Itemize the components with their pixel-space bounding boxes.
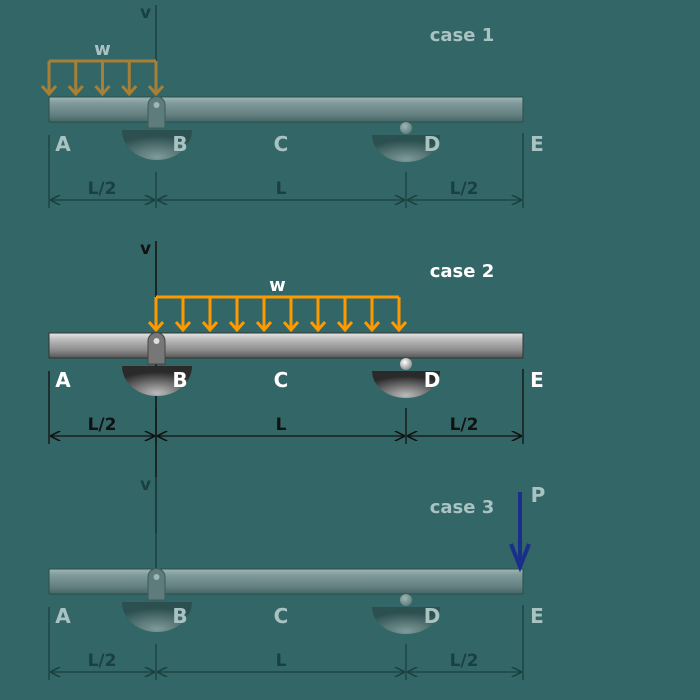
arrow-head-icon bbox=[94, 85, 111, 97]
point-label-c: C bbox=[274, 368, 289, 392]
arrow-head-icon bbox=[255, 321, 273, 333]
point-label-e: E bbox=[530, 132, 544, 156]
point-label-a: A bbox=[55, 604, 71, 628]
arrow-head-icon bbox=[174, 321, 192, 333]
arrow-head-icon bbox=[67, 85, 84, 97]
point-label-c: C bbox=[274, 132, 289, 156]
case-1-group: v case 1 wA B C D E L/2 L L/2 bbox=[40, 3, 544, 208]
dimension-label: L/2 bbox=[450, 415, 479, 435]
dimension-label: L bbox=[276, 179, 287, 199]
point-label-d: D bbox=[424, 604, 441, 628]
load-label: w bbox=[269, 275, 286, 296]
pin-support-base bbox=[122, 602, 192, 632]
roller-ball bbox=[400, 594, 412, 606]
v-axis-label: v bbox=[140, 3, 151, 23]
v-axis-label: v bbox=[140, 475, 151, 495]
pin-support bbox=[147, 568, 166, 601]
arrow-head-icon bbox=[40, 85, 58, 97]
arrow-head-icon bbox=[121, 85, 138, 97]
pin-support-base bbox=[122, 366, 192, 396]
roller-support-base bbox=[372, 607, 440, 634]
dimension-label: L bbox=[276, 415, 287, 435]
pin-support-base bbox=[122, 130, 192, 160]
dimension-label: L bbox=[276, 651, 287, 671]
beam bbox=[48, 332, 524, 359]
arrow-head-icon bbox=[201, 321, 219, 333]
point-label-e: E bbox=[530, 604, 544, 628]
arrow-head-icon bbox=[390, 321, 408, 333]
roller-ball bbox=[400, 122, 412, 134]
case-title: case 2 bbox=[430, 261, 495, 282]
pin-icon bbox=[153, 338, 160, 344]
roller-support-base bbox=[372, 135, 440, 162]
pin-support bbox=[147, 332, 166, 365]
roller-ball bbox=[400, 358, 412, 370]
point-label-d: D bbox=[424, 132, 441, 156]
arrow-head-icon bbox=[363, 321, 381, 333]
arrow-head-icon bbox=[509, 543, 531, 573]
point-label-b: B bbox=[172, 368, 187, 392]
dimension-label: L/2 bbox=[450, 179, 479, 199]
dimension-label: L/2 bbox=[88, 651, 117, 671]
v-axis-label: v bbox=[140, 239, 151, 259]
load-label: w bbox=[94, 39, 111, 60]
point-label-c: C bbox=[274, 604, 289, 628]
case-title: case 3 bbox=[430, 497, 495, 518]
case-3-group: v case 3 P A B C D E L/2 L L/2 bbox=[48, 475, 546, 680]
arrow-head-icon bbox=[147, 321, 165, 333]
point-label-b: B bbox=[172, 604, 187, 628]
point-label-e: E bbox=[530, 368, 544, 392]
case-2-group: v case 2 wA B C D E L/2 L L/2 bbox=[48, 239, 544, 533]
arrow-head-icon bbox=[228, 321, 246, 333]
pin-icon bbox=[153, 102, 160, 108]
dimension-label: L/2 bbox=[88, 415, 117, 435]
pin-icon bbox=[153, 574, 160, 580]
roller-support-base bbox=[372, 371, 440, 398]
point-label-d: D bbox=[424, 368, 441, 392]
point-label-a: A bbox=[55, 132, 71, 156]
beam bbox=[48, 568, 524, 595]
point-label-a: A bbox=[55, 368, 71, 392]
case-title: case 1 bbox=[430, 25, 495, 46]
beam bbox=[48, 96, 524, 123]
dimension-label: L/2 bbox=[450, 651, 479, 671]
arrow-head-icon bbox=[282, 321, 300, 333]
distributed-load bbox=[40, 59, 165, 97]
point-label-b: B bbox=[172, 132, 187, 156]
load-label: P bbox=[531, 483, 546, 507]
arrow-head-icon bbox=[336, 321, 354, 333]
arrow-head-icon bbox=[147, 85, 165, 97]
pin-support bbox=[147, 96, 166, 129]
distributed-load bbox=[147, 295, 408, 333]
dimension-label: L/2 bbox=[88, 179, 117, 199]
arrow-head-icon bbox=[309, 321, 327, 333]
